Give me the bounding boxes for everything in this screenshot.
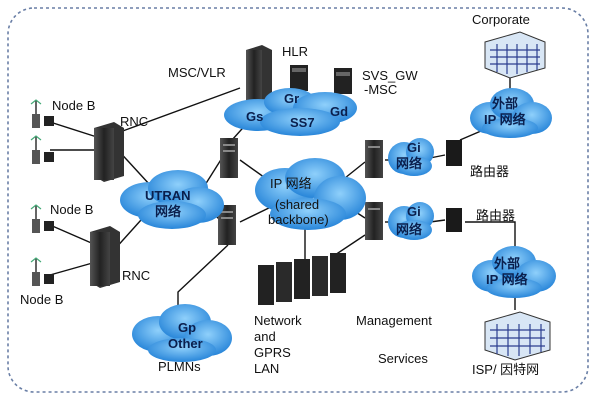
ss7-cloud — [224, 88, 357, 136]
ip-backbone-cloud — [255, 158, 366, 230]
gprs-lan-servers — [258, 253, 346, 305]
rnc-label-2: RNC — [122, 268, 150, 283]
utran-label: UTRAN — [145, 188, 191, 203]
gr-label: Gr — [284, 91, 299, 106]
svs-gw-label: SVS_GW — [362, 68, 418, 83]
gi-cloud-2 — [388, 202, 434, 240]
link-lan-management — [334, 234, 366, 256]
ip-backbone-label: IP 网络 — [270, 176, 312, 191]
external-ip-network-label-1: IP 网络 — [484, 112, 526, 127]
gi-label-1: Gi — [407, 140, 421, 155]
node-b-label-2: Node B — [50, 202, 93, 217]
external-ip-label-2: 外部 — [493, 256, 520, 271]
gi-network-label-1: 网络 — [396, 156, 422, 171]
hlr-server — [290, 65, 308, 91]
ss7-label: SS7 — [290, 115, 315, 130]
node-b-label-3: Node B — [20, 292, 63, 307]
external-ip-label-1: 外部 — [491, 96, 518, 111]
external-ip-cloud-1 — [470, 88, 552, 138]
plmns-label: PLMNs — [158, 359, 201, 374]
gp-other-plmns-cloud — [132, 304, 232, 362]
rnc-server-2 — [90, 226, 120, 288]
router-device-2 — [446, 208, 462, 232]
lan-label: LAN — [254, 361, 279, 376]
msc-vlr-label: MSC/VLR — [168, 65, 226, 80]
link-utran-sgsn1 — [204, 157, 223, 186]
gd-label: Gd — [330, 104, 348, 119]
corporate-label: Corporate — [472, 12, 530, 27]
gprs-label: GPRS — [254, 345, 291, 360]
node-b-antenna-4 — [30, 257, 54, 286]
gi-network-label-2: 网络 — [396, 222, 422, 237]
dashed-frame — [7, 7, 589, 393]
utran-network-label: 网络 — [155, 204, 181, 219]
router-label-1: 路由器 — [470, 164, 509, 179]
ip-backbone-shared-label: (shared — [275, 197, 319, 212]
link-nodeb3-rnc2 — [49, 224, 97, 246]
gs-label: Gs — [246, 109, 263, 124]
ggsn-server-1 — [365, 140, 383, 178]
external-ip-cloud-2 — [472, 246, 556, 298]
corporate-building — [484, 31, 546, 79]
isp-internet-label: ISP/ 因特网 — [472, 362, 539, 377]
link-router2-ext2 — [465, 221, 516, 252]
ip-backbone-backbone-label: backbone) — [268, 212, 329, 227]
utran-cloud — [120, 170, 224, 229]
svs-gw-server — [334, 68, 352, 94]
rnc-label-1: RNC — [120, 114, 148, 129]
link-rnc1-msc — [119, 87, 241, 133]
router-label-2: 路由器 — [476, 208, 515, 223]
node-b-label-1: Node B — [52, 98, 95, 113]
other-label: Other — [168, 336, 203, 351]
network-label: Network — [254, 313, 302, 328]
link-ip-ggsn1 — [344, 161, 366, 179]
link-nodeb1-rnc1 — [49, 121, 101, 139]
svs-gw-msc-label: -MSC — [364, 82, 397, 97]
ggsn-server-2 — [365, 202, 383, 240]
link-nodeb4-rnc2 — [49, 261, 97, 276]
hlr-label: HLR — [282, 44, 308, 59]
node-b-antenna-1 — [30, 99, 54, 128]
isp-building — [484, 311, 551, 361]
gi-cloud-1 — [388, 138, 434, 176]
sgsn-server-1 — [220, 138, 238, 178]
gp-label: Gp — [178, 320, 196, 335]
external-ip-network-label-2: IP 网络 — [486, 272, 528, 287]
msc-vlr-server — [246, 45, 272, 105]
node-b-antenna-2 — [30, 135, 54, 164]
management-label: Management — [356, 313, 432, 328]
node-b-antenna-3 — [30, 204, 54, 233]
sgsn-server-2 — [218, 205, 236, 245]
services-label: Services — [378, 351, 428, 366]
gi-label-2: Gi — [407, 204, 421, 219]
and-label: and — [254, 329, 276, 344]
router-device-1 — [446, 140, 462, 166]
rnc-server-1 — [94, 122, 124, 182]
link-sgsn2-gp — [177, 244, 229, 310]
